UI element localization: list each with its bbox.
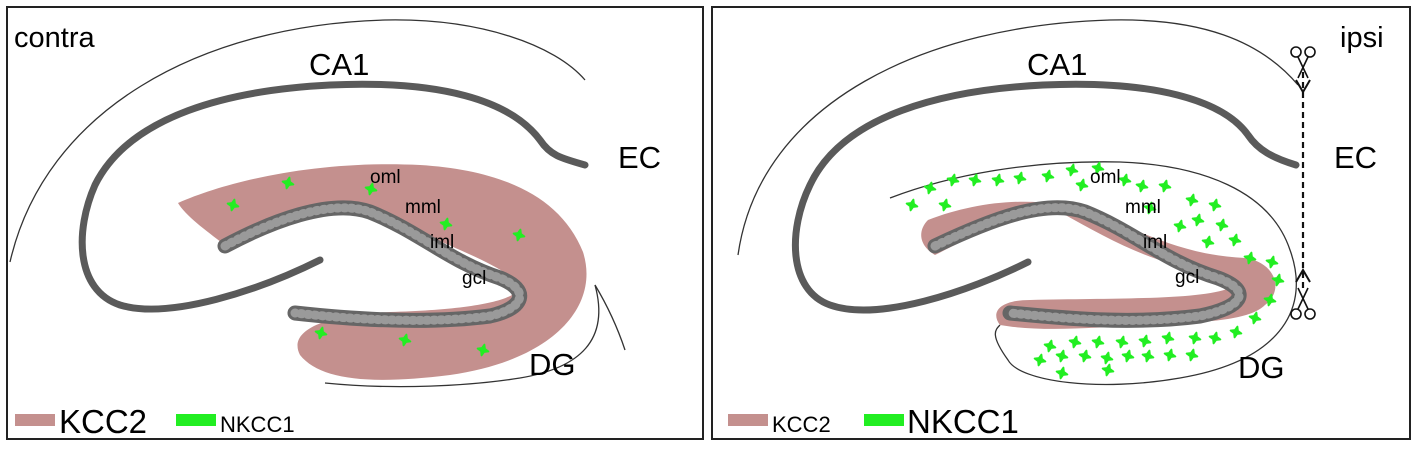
legend-nkcc1-swatch xyxy=(176,414,216,426)
label-dg: DG xyxy=(1238,350,1285,385)
label-gcl: gcl xyxy=(1175,267,1199,288)
legend: KCC2 NKCC1 xyxy=(728,403,1019,440)
label-ca1: CA1 xyxy=(309,47,369,82)
ca1-pyramidal-layer xyxy=(792,80,1300,314)
legend-kcc2-swatch xyxy=(728,414,768,426)
label-ec: EC xyxy=(618,140,661,175)
label-dg: DG xyxy=(529,347,576,382)
label-oml: oml xyxy=(1090,167,1121,188)
label-iml: iml xyxy=(1143,232,1167,253)
legend-kcc2-swatch xyxy=(15,414,55,426)
label-ec: EC xyxy=(1334,140,1377,175)
condition-label: contra xyxy=(14,22,95,54)
label-oml: oml xyxy=(370,167,401,188)
legend-kcc2-label: KCC2 xyxy=(772,412,831,437)
label-mml: mml xyxy=(1125,197,1161,218)
legend-nkcc1-swatch xyxy=(864,414,904,426)
arrow-up-icon xyxy=(1295,79,1311,94)
legend-kcc2-label: KCC2 xyxy=(59,403,147,440)
label-iml: iml xyxy=(430,232,454,253)
lesion-cut xyxy=(1290,46,1316,320)
panel-contra: contra CA1 EC DG oml mml iml gcl KCC2 N xyxy=(6,6,704,440)
legend-nkcc1-label: NKCC1 xyxy=(907,403,1019,440)
granule-cell-texture xyxy=(930,203,1244,325)
legend-nkcc1-label: NKCC1 xyxy=(220,412,295,437)
dentate-outer-outline xyxy=(519,284,600,379)
hippocampus-outline xyxy=(737,19,1299,256)
condition-label: ipsi xyxy=(1340,22,1384,54)
hippocampus-outline xyxy=(9,19,626,388)
panel-ipsi: ipsi xyxy=(711,6,1411,440)
arrow-down-icon xyxy=(1295,268,1311,283)
scissors-icon xyxy=(1290,287,1316,320)
panel-frame xyxy=(711,6,1411,440)
label-gcl: gcl xyxy=(462,268,486,289)
legend: KCC2 NKCC1 xyxy=(15,403,295,440)
label-mml: mml xyxy=(405,197,441,218)
scissors-icon xyxy=(1290,46,1316,79)
label-ca1: CA1 xyxy=(1027,47,1087,82)
